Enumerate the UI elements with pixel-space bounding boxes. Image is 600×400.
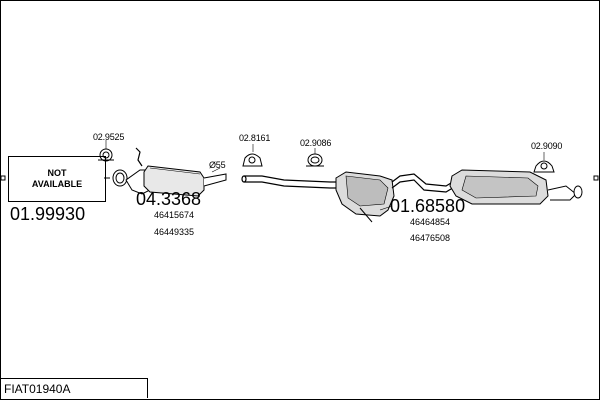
not-available-box: NOT AVAILABLE: [8, 156, 106, 202]
hanger-hook-icon: [135, 147, 143, 167]
part-ref-46415674: 46415674: [154, 210, 195, 220]
clamp-label-02-9086: 02.9086: [300, 138, 332, 148]
catalyst-04-3368: [125, 165, 227, 197]
not-available-line2: AVAILABLE: [31, 179, 83, 189]
clamp-02-9086-icon: [306, 153, 324, 167]
not-available-line1: NOT: [47, 167, 67, 178]
middle-silencer-01-68580: [335, 171, 395, 223]
clamp-label-02-9525: 02.9525: [93, 132, 125, 142]
middle-pipe: [241, 175, 340, 189]
clamp-02-9090-icon: [533, 160, 555, 173]
part-code-04-3368: 04.3368: [136, 189, 202, 209]
part-ref-46449335: 46449335: [154, 227, 195, 237]
diameter-leader: [211, 167, 221, 173]
rear-part-leader: [379, 205, 393, 211]
front-pipe-flange: [104, 169, 128, 187]
part-code-01-68580: 01.68580: [390, 196, 466, 216]
clamp-label-02-8161: 02.8161: [239, 133, 271, 143]
diagram-title: FIAT01940A: [4, 381, 71, 396]
left-edge-mark: [0, 175, 6, 181]
rear-pipe: [391, 173, 457, 193]
clamp-02-8161-icon: [242, 153, 263, 167]
rear-silencer: [449, 169, 583, 205]
right-edge-mark: [593, 175, 599, 181]
part-ref-46464854: 46464854: [410, 217, 451, 227]
clamp-label-02-9090: 02.9090: [531, 141, 563, 151]
part-ref-46476508: 46476508: [410, 233, 451, 243]
diameter-label: Ø55: [209, 160, 226, 170]
part-code-01-99930: 01.99930: [10, 204, 86, 224]
diagram-title-box: FIAT01940A: [0, 378, 148, 398]
